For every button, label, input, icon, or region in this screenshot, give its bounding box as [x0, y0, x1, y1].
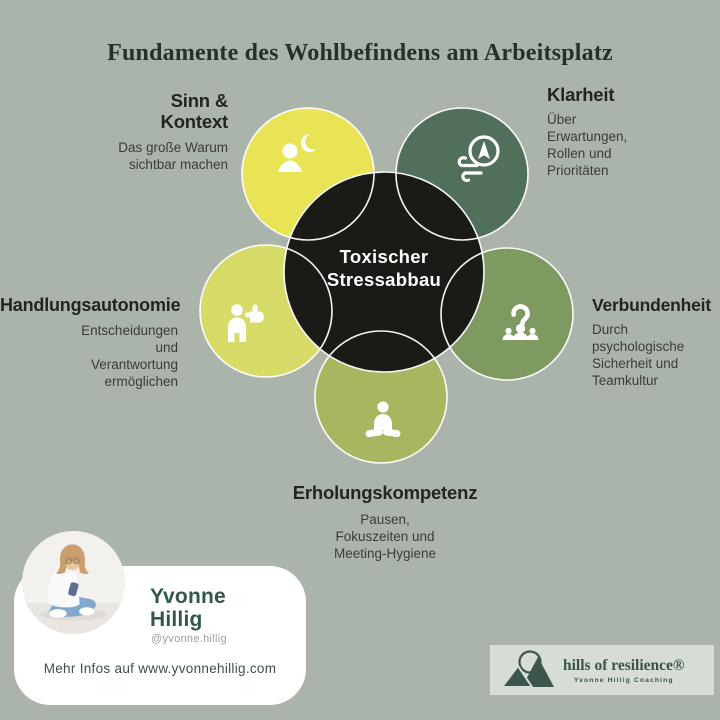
node-block-klarheit: Klarheit Über Erwartungen, Rollen und Pr…	[547, 84, 667, 180]
profile-photo-illustration	[22, 531, 125, 634]
node-label: Verbundenheit	[592, 295, 711, 315]
circle-klarheit	[396, 108, 528, 240]
node-description: Pausen, Fokuszeiten und Meeting-Hygiene	[333, 512, 437, 562]
node-description: Durch psychologische Sicherheit und Team…	[592, 322, 685, 388]
profile-handle: @yvonne.hillig	[151, 633, 227, 645]
node-label: Erholungskompetenz	[292, 482, 478, 503]
circle-verbundenheit	[441, 248, 573, 380]
node-description: Das große Warum sichtbar machen	[118, 139, 228, 172]
person-choice-icon	[228, 304, 264, 342]
node-label: Handlungsautonomie	[0, 295, 181, 315]
node-block-sinn-kontext: Sinn & Kontext Das große Warum sichtbar …	[78, 90, 228, 174]
circle-sinn-kontext	[242, 108, 374, 240]
compass-wind-icon	[457, 135, 500, 183]
question-people-icon	[502, 304, 539, 340]
meditation-icon	[365, 401, 401, 438]
center-topic-label: Toxischer Stressabbau	[326, 246, 442, 291]
node-label: Sinn & Kontext	[160, 90, 229, 133]
page-title: Fundamente des Wohlbefindens am Arbeitsp…	[107, 40, 613, 66]
profile-footer-url: Mehr Infos auf www.yvonnehillig.com	[43, 661, 277, 676]
brand-name: hills of resilience®	[563, 656, 685, 674]
circle-erholung	[315, 331, 447, 463]
brand-text-group: hills of resilience® Yvonne Hillig Coach…	[563, 657, 685, 684]
node-label: Klarheit	[547, 84, 615, 105]
profile-name: Yvonne Hillig	[150, 585, 226, 632]
node-block-verbundenheit: Verbundenheit Durch psychologische Siche…	[592, 295, 718, 390]
node-description: Entscheidungen und Verantwortung ermögli…	[81, 322, 178, 389]
profile-photo	[22, 531, 125, 634]
node-description: Über Erwartungen, Rollen und Prioritäten	[547, 112, 628, 179]
node-block-handlungsautonomie: Handlungsautonomie Entscheidungen und Ve…	[0, 295, 181, 390]
brand-tagline: Yvonne Hillig Coaching	[573, 676, 674, 684]
node-block-erholungskompetenz: Erholungskompetenz Pausen, Fokuszeiten u…	[235, 482, 535, 563]
brand-box: hills of resilience® Yvonne Hillig Coach…	[490, 645, 714, 695]
person-moon-icon	[278, 134, 317, 172]
mountains-sun-logo-icon	[500, 650, 554, 688]
